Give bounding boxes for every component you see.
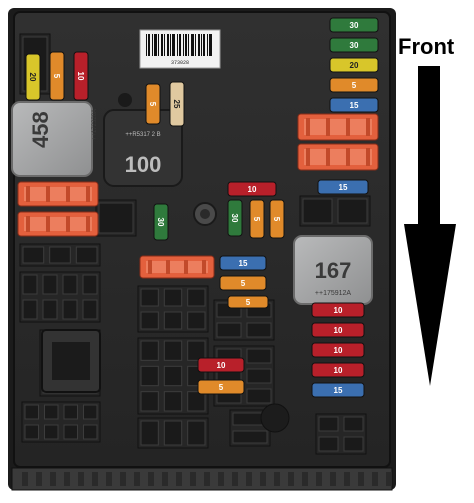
fuse-top-left-1: 20 <box>25 53 41 101</box>
relay-167-part: ++175912A <box>315 290 352 297</box>
socket-block <box>95 199 137 237</box>
socket-block <box>213 345 275 407</box>
barcode-text: 373028 <box>171 60 189 66</box>
svg-text:5: 5 <box>352 81 357 90</box>
fuse-top-center-1: 5 <box>145 83 161 125</box>
svg-text:30: 30 <box>230 214 239 223</box>
fuse-right-top-2: 30 <box>329 37 379 53</box>
fuse-right-bottom-4: 10 <box>311 362 365 378</box>
svg-text:15: 15 <box>339 183 348 192</box>
svg-text:5: 5 <box>246 298 251 307</box>
socket-block <box>299 195 371 227</box>
fuse-middle-11: 5 <box>197 379 245 395</box>
fuse-middle-1: 10 <box>227 181 277 197</box>
svg-text:25: 25 <box>172 100 181 109</box>
front-arrow <box>404 66 456 386</box>
relay-100-label: 100 <box>125 152 162 177</box>
drain-hole <box>118 93 132 107</box>
svg-text:10: 10 <box>334 326 343 335</box>
svg-text:5: 5 <box>272 217 281 222</box>
fuse-right-top-1: 30 <box>329 17 379 33</box>
relay-167-label: 167 <box>315 258 352 283</box>
socket-block <box>137 285 209 333</box>
fuse-right-top-3: 20 <box>329 57 379 73</box>
relay-458-label: 458 <box>28 111 53 148</box>
relay-socket <box>41 329 101 393</box>
svg-text:5: 5 <box>219 383 224 392</box>
relay-167: 167 ++175912A <box>293 235 373 305</box>
fuse-right-top-5: 15 <box>329 97 379 113</box>
svg-text:15: 15 <box>350 101 359 110</box>
fuse-middle-6: 5 <box>269 199 285 239</box>
relay-458: 458 ++172320A <box>11 101 98 177</box>
svg-text:30: 30 <box>350 41 359 50</box>
maxi-fuse-right-1 <box>297 113 379 141</box>
fuse-middle-8: 5 <box>219 275 267 291</box>
fuse-top-left-2: 5 <box>49 51 65 101</box>
socket-block <box>137 417 209 449</box>
svg-text:5: 5 <box>52 74 61 79</box>
socket-block <box>19 271 101 323</box>
maxi-fuse-center <box>139 255 215 279</box>
svg-text:20: 20 <box>350 61 359 70</box>
fuse-middle-10: 10 <box>197 357 245 373</box>
relay-100-part: ++R5317 2 B <box>125 132 160 138</box>
fuse-top-left-3: 10 <box>73 51 89 101</box>
svg-text:10: 10 <box>334 306 343 315</box>
fuse-middle-4: 30 <box>227 199 243 237</box>
svg-text:15: 15 <box>334 386 343 395</box>
socket-block <box>137 337 209 415</box>
svg-text:10: 10 <box>248 185 257 194</box>
svg-text:10: 10 <box>334 366 343 375</box>
fuse-middle-9: 5 <box>227 295 269 309</box>
relay-458-part: ++172320A <box>92 109 98 140</box>
fuse-middle-2: 15 <box>317 179 369 195</box>
maxi-fuse-right-2 <box>297 143 379 171</box>
svg-text:30: 30 <box>350 21 359 30</box>
svg-text:10: 10 <box>76 72 85 81</box>
socket-block <box>21 401 101 443</box>
drain-hole-2 <box>260 403 290 433</box>
fuse-middle-5: 5 <box>249 199 265 239</box>
fuse-middle-7: 15 <box>219 255 267 271</box>
svg-text:5: 5 <box>148 102 157 107</box>
socket-block <box>19 243 101 267</box>
svg-text:10: 10 <box>217 361 226 370</box>
socket-block <box>229 409 271 447</box>
barcode-label: 373028 <box>139 29 221 69</box>
fuse-right-bottom-5: 15 <box>311 382 365 398</box>
maxi-fuse-left-1 <box>17 181 99 207</box>
fuse-right-bottom-1: 10 <box>311 302 365 318</box>
fuse-right-bottom-3: 10 <box>311 342 365 358</box>
svg-text:5: 5 <box>241 279 246 288</box>
svg-text:15: 15 <box>239 259 248 268</box>
fuse-middle-3: 30 <box>153 203 169 241</box>
fuse-right-bottom-2: 10 <box>311 322 365 338</box>
svg-text:30: 30 <box>156 218 165 227</box>
front-label: Front <box>398 34 455 59</box>
fuse-top-center-2: 25 <box>169 81 185 127</box>
svg-text:10: 10 <box>334 346 343 355</box>
svg-text:20: 20 <box>28 73 37 82</box>
fuse-right-top-4: 5 <box>329 77 379 93</box>
maxi-fuse-left-2 <box>17 211 99 237</box>
relay-100: ++R5317 2 B 100 <box>103 109 183 187</box>
svg-text:5: 5 <box>252 217 261 222</box>
socket-block <box>315 413 367 455</box>
